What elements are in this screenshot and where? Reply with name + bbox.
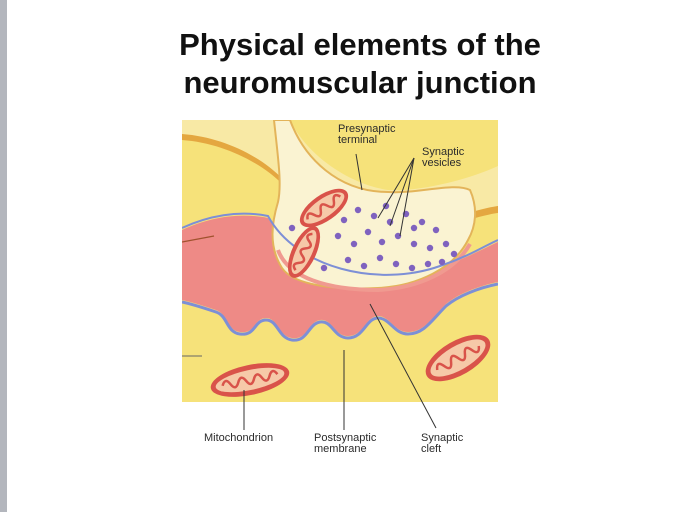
- title-line-2: neuromuscular junction: [183, 65, 537, 100]
- postsynaptic-membrane-line: [182, 212, 498, 276]
- terminal-mitochondrion-2: [287, 226, 321, 278]
- presynaptic-terminal: [271, 120, 476, 290]
- label-postsynaptic-membrane-line-1: Postsynaptic: [314, 432, 377, 444]
- slide-title: Physical elements of the neuromuscular j…: [100, 26, 620, 102]
- label-presynaptic-terminal-line-2: terminal: [338, 134, 378, 146]
- terminal-mitochondrion-1: [299, 188, 349, 228]
- label-postsynaptic-membrane-line-2: membrane: [314, 443, 367, 455]
- leader-vesicles-3: [399, 157, 415, 237]
- label-synaptic-vesicles-line-1: Synaptic: [422, 146, 465, 158]
- leader-presynaptic: [355, 153, 363, 191]
- label-postsynaptic-membrane: Postsynaptic membrane: [314, 433, 376, 455]
- left-tick-upper: [182, 235, 215, 243]
- muscle-mitochondrion-1: [210, 363, 290, 397]
- label-synaptic-cleft-line-1: Synaptic: [421, 432, 464, 444]
- leader-vesicles-1: [377, 157, 415, 219]
- label-mitochondrion: Mitochondrion: [204, 432, 274, 444]
- label-synaptic-cleft-line-2: cleft: [421, 443, 442, 455]
- label-synaptic-vesicles: Synaptic vesicles: [422, 147, 464, 169]
- label-presynaptic-terminal: Presynaptic terminal: [338, 124, 395, 146]
- muscle-mitochondrion-2: [425, 334, 491, 382]
- label-presynaptic-terminal-line-1: Presynaptic: [338, 123, 396, 135]
- junctional-folds: [182, 282, 498, 342]
- leader-cleft: [369, 303, 437, 429]
- leader-vesicles-2: [389, 157, 415, 227]
- label-synaptic-vesicles-line-2: vesicles: [422, 157, 462, 169]
- slide-left-border: [0, 0, 7, 512]
- title-line-1: Physical elements of the: [179, 27, 541, 62]
- leader-lines: [243, 153, 437, 430]
- diagram-illustration: [182, 120, 498, 430]
- neuromuscular-junction-diagram: Presynaptic terminal Synaptic vesicles M…: [178, 118, 498, 460]
- label-synaptic-cleft: Synaptic cleft: [421, 433, 463, 455]
